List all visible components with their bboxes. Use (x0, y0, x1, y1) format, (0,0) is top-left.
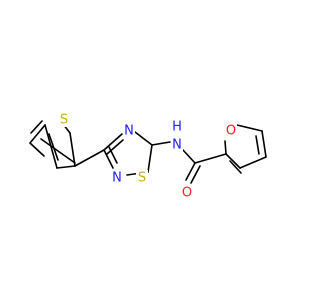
bond (225, 153, 241, 169)
atom-label: O (226, 124, 236, 139)
atom-label: N (172, 138, 182, 153)
bond (255, 135, 260, 155)
bond (29, 142, 45, 157)
atom-label: N (124, 124, 134, 139)
atom-label: O (182, 186, 192, 201)
bond (69, 132, 76, 167)
bond (224, 140, 227, 155)
molecule-diagram: S N N S H N O O (29, 111, 267, 201)
bond (40, 138, 76, 164)
thiophene-ring (29, 119, 76, 169)
bond (190, 165, 201, 184)
atom-s-thiophene: S (58, 111, 70, 128)
bond (236, 124, 263, 132)
bond (151, 141, 171, 146)
atom-o-furan: O (225, 123, 237, 139)
bond (103, 149, 114, 169)
bond (229, 160, 242, 174)
bond (29, 124, 46, 144)
bond (44, 124, 58, 169)
bond (147, 144, 153, 173)
bond (48, 133, 59, 161)
bond (261, 130, 267, 158)
atom-s-thiadiazole: S (136, 170, 148, 186)
bond (74, 149, 105, 167)
atom-nh-amide: H N (171, 119, 183, 153)
atom-labels: S N N S H N O O (58, 111, 237, 201)
bond (185, 162, 196, 181)
atom-o-carbonyl: O (181, 185, 193, 201)
atom-label: S (138, 171, 146, 186)
atom-n-thiadiazole-2: N (111, 170, 123, 186)
bond (182, 149, 196, 164)
bond (134, 131, 153, 146)
bond (106, 139, 124, 155)
bond (194, 153, 227, 164)
atom-n-thiadiazole-4: N (123, 123, 135, 139)
structure-canvas: S N N S H N O O (29, 111, 267, 201)
bond (108, 146, 118, 164)
bond (103, 133, 123, 151)
furan-ring (224, 124, 267, 174)
amide-linkage (151, 141, 227, 184)
atom-label: H (172, 120, 182, 135)
bond (56, 165, 76, 169)
bond (239, 156, 267, 169)
bond (30, 120, 43, 134)
atom-label: S (60, 113, 68, 128)
atom-label: N (112, 171, 122, 186)
